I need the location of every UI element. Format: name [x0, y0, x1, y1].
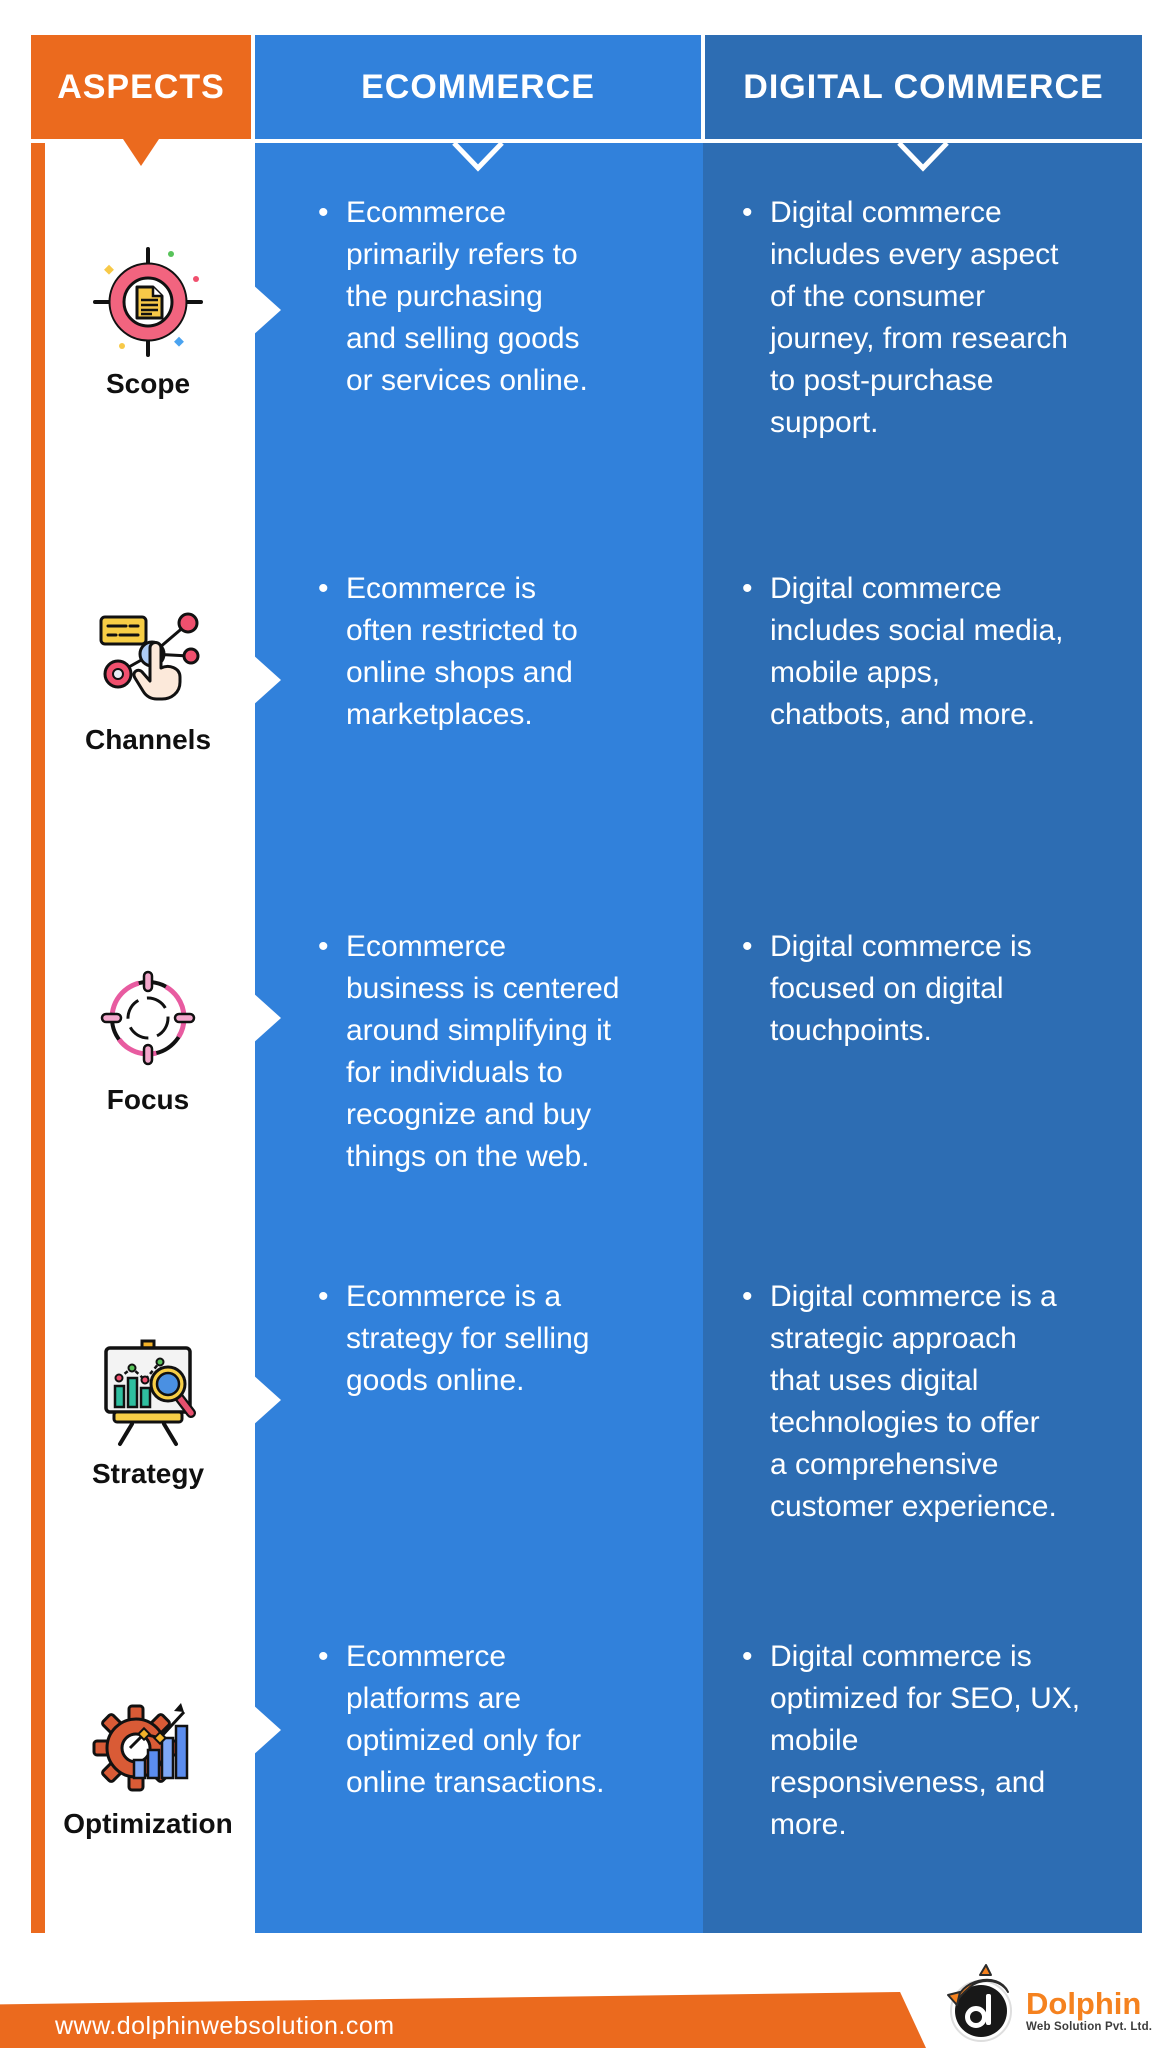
digital-commerce-column-background [703, 143, 1142, 1933]
bullet: • [318, 1280, 329, 1313]
digital-text-focus: • Digital commerce is focused on digital… [742, 926, 1134, 1052]
aspect-label-scope: Scope [105, 368, 191, 399]
aspect-cell-focus: Focus [45, 962, 251, 1116]
chart-board-magnifier-icon [104, 1339, 196, 1446]
bullet: • [742, 1640, 753, 1673]
header-digital-commerce-label: DIGITAL COMMERCE [743, 67, 1104, 106]
header-ecommerce-label: ECOMMERCE [361, 67, 595, 106]
website-url: www.dolphinwebsolution.com [55, 2011, 395, 2040]
aspect-cell-scope: Scope [45, 246, 251, 400]
bullet: • [318, 930, 329, 963]
footer-banner: www.dolphinwebsolution.com [0, 1992, 926, 2048]
ecommerce-text-scope: • Ecommerce primarily refers to the purc… [318, 192, 670, 402]
dolphin-logo: Dolphin Web Solution Pvt. Ltd. [944, 1962, 1152, 2044]
ecommerce-chevron-notch-icon [452, 141, 504, 172]
bullet: • [318, 1640, 329, 1673]
aspect-label-strategy: Strategy [91, 1458, 205, 1489]
header-ecommerce: ECOMMERCE [255, 35, 701, 139]
bullet: • [742, 1280, 753, 1313]
digital-chevron-notch-icon [897, 141, 949, 172]
ecommerce-text-strategy: • Ecommerce is a strategy for selling go… [318, 1276, 670, 1402]
gear-bar-chart-icon [92, 1703, 189, 1792]
ecommerce-text-focus: • Ecommerce business is centered around … [318, 926, 670, 1178]
dolphin-logo-text: Dolphin Web Solution Pvt. Ltd. [1026, 1986, 1153, 2033]
crosshair-target-icon [100, 970, 196, 1066]
left-orange-stripe [31, 143, 45, 1933]
bullet: • [742, 930, 753, 963]
bullet: • [318, 196, 329, 229]
aspects-pointer-triangle [123, 139, 159, 166]
digital-text-optimization: • Digital commerce is optimized for SEO,… [742, 1636, 1134, 1846]
digital-text-channels: • Digital commerce includes social media… [742, 568, 1134, 736]
bullet: • [742, 196, 753, 229]
header-aspects-label: ASPECTS [57, 67, 225, 106]
digital-text-strategy: • Digital commerce is a strategic approa… [742, 1276, 1134, 1528]
bullet: • [742, 572, 753, 605]
header-aspects: ASPECTS [31, 35, 251, 139]
ecommerce-text-optimization: • Ecommerce platforms are optimized only… [318, 1636, 670, 1804]
aspect-label-channels: Channels [84, 724, 212, 755]
ecommerce-column-background [255, 143, 703, 1933]
aspect-label-optimization: Optimization [63, 1808, 233, 1839]
network-click-hand-icon [99, 612, 200, 701]
aspect-label-focus: Focus [106, 1084, 190, 1115]
dolphin-logo-icon [947, 1964, 1012, 2042]
logo-title: Dolphin [1026, 1986, 1142, 2021]
bullet: • [318, 572, 329, 605]
aspect-cell-channels: Channels [45, 602, 251, 756]
ecommerce-text-channels: • Ecommerce is often restricted to onlin… [318, 568, 670, 736]
header-digital-commerce: DIGITAL COMMERCE [705, 35, 1142, 139]
aspect-cell-optimization: Optimization [45, 1686, 251, 1840]
digital-text-scope: • Digital commerce includes every aspect… [742, 192, 1134, 444]
aspect-cell-strategy: Strategy [45, 1336, 251, 1490]
target-document-icon [93, 247, 203, 357]
logo-subtitle: Web Solution Pvt. Ltd. [1026, 2021, 1153, 2033]
